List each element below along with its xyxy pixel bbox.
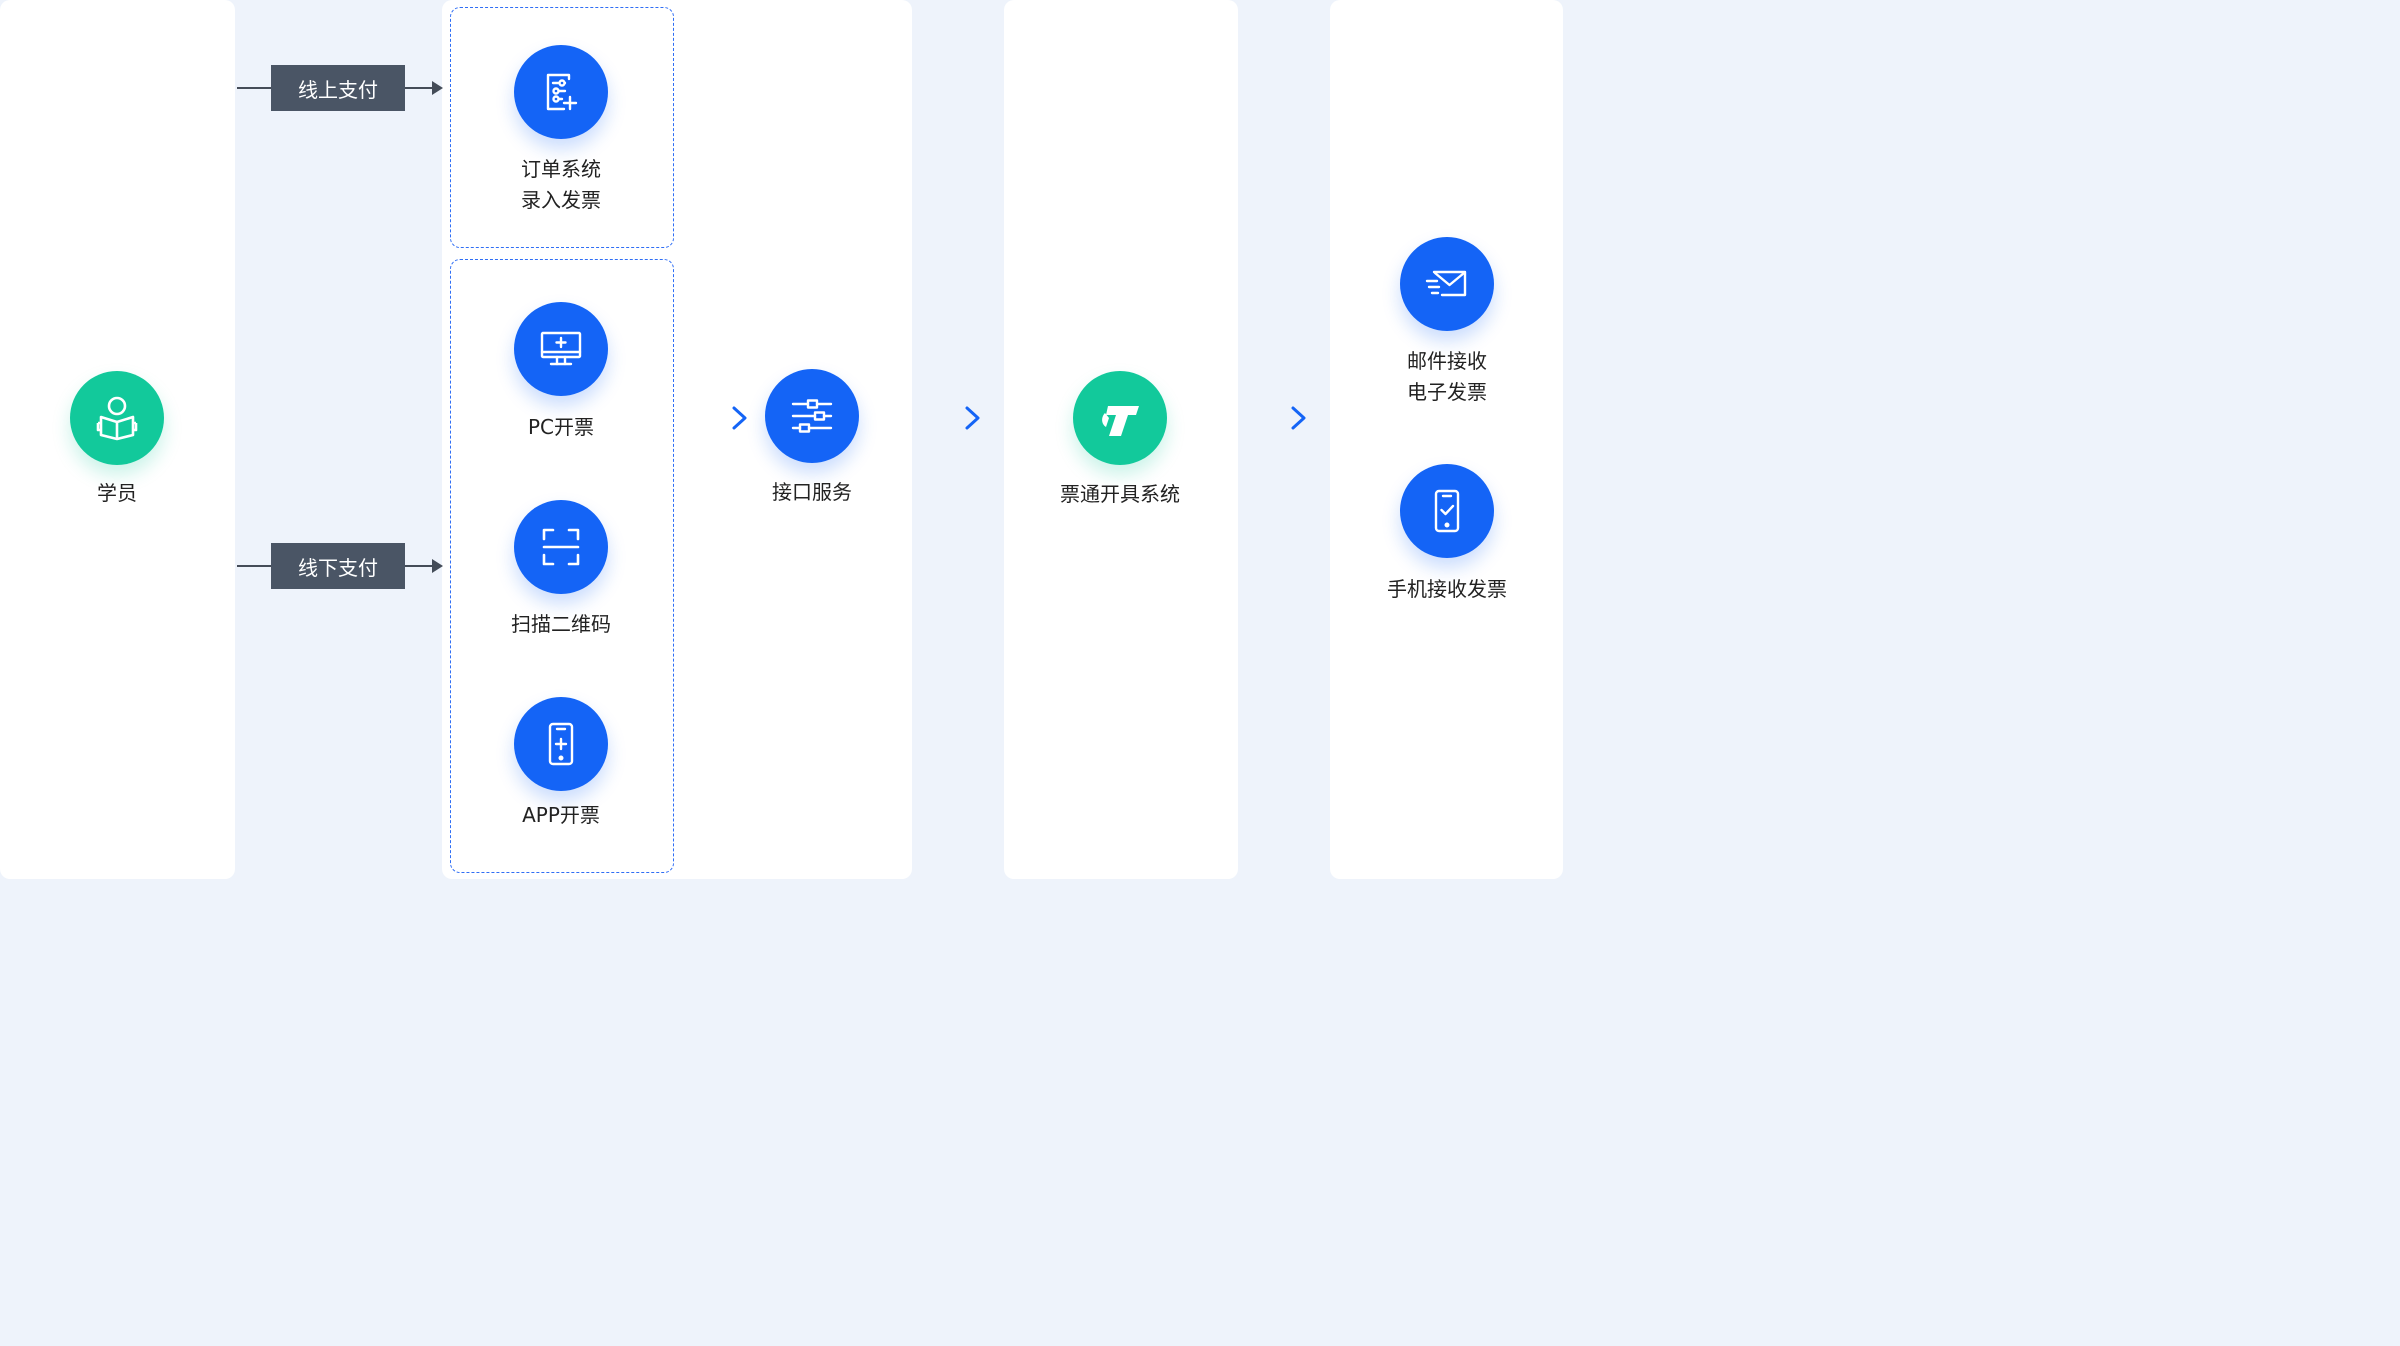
sliders-icon [765,369,859,463]
arrow-to-system [935,406,980,430]
order-system-label-line1: 订单系统 [521,157,601,181]
qr-scan-icon [514,500,608,594]
piaotong-system-label: 票通开具系统 [1060,482,1180,506]
pc-invoice-label: PC开票 [527,415,595,439]
arrow-to-interface [702,406,747,430]
mobile-output-label: 手机接收发票 [1387,577,1507,601]
order-system-label-line2: 录入发票 [521,188,601,212]
qr-scan-label: 扫描二维码 [511,612,611,636]
arrow-to-outputs [1261,406,1306,430]
offline-payment-label: 线下支付 [271,543,405,589]
email-output-label-line1: 邮件接收 [1407,349,1487,373]
phone-plus-icon [514,697,608,791]
interface-service-label: 接口服务 [772,480,852,504]
online-payment-arrowhead [432,81,443,95]
phone-check-icon [1400,464,1494,558]
order-form-add-icon [514,45,608,139]
student-reading-book-icon [70,371,164,465]
offline-channel-group [450,259,674,873]
monitor-plus-icon [514,302,608,396]
student-label: 学员 [97,481,137,505]
online-channel-group [450,7,674,248]
online-payment-label: 线上支付 [271,65,405,111]
email-output-label-line2: 电子发票 [1407,380,1487,404]
mail-icon [1400,237,1494,331]
piaotong-logo-icon [1073,371,1167,465]
offline-payment-arrowhead [432,559,443,573]
app-invoice-label: APP开票 [522,803,600,827]
output-column [1330,0,1563,879]
